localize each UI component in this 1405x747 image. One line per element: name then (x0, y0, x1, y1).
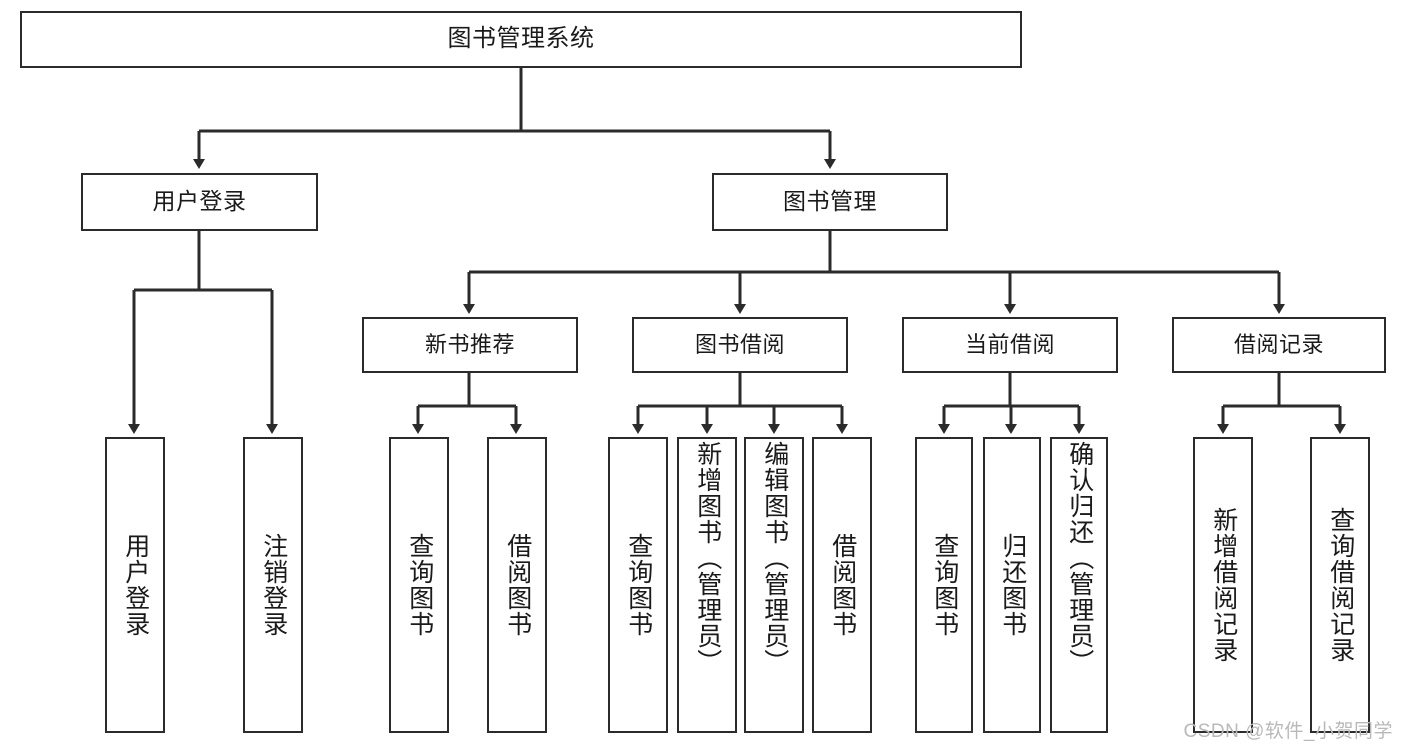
node-leaf-query-book-2-label: 查询图书 (624, 533, 653, 637)
node-user-login[interactable]: 用户登录 (81, 173, 318, 231)
node-leaf-add-book[interactable]: 新增图书（管理员） (677, 437, 737, 733)
node-leaf-query-book-1[interactable]: 查询图书 (389, 437, 449, 733)
node-root-system[interactable]: 图书管理系统 (20, 11, 1022, 68)
node-borrow-record-label: 借阅记录 (1233, 332, 1324, 358)
node-leaf-borrow-book-2[interactable]: 借阅图书 (812, 437, 872, 733)
node-leaf-query-record-label: 查询借阅记录 (1326, 507, 1355, 663)
node-root-system-label: 图书管理系统 (447, 25, 595, 53)
node-leaf-query-record[interactable]: 查询借阅记录 (1310, 437, 1370, 733)
node-leaf-user-login[interactable]: 用户登录 (105, 437, 165, 733)
csdn-watermark: CSDN @软件_小贺同学 (1183, 721, 1393, 742)
node-leaf-confirm-return-label: 确认归还（管理员） (1065, 441, 1094, 675)
node-book-borrow[interactable]: 图书借阅 (632, 317, 848, 373)
node-leaf-borrow-book-1-label: 借阅图书 (503, 533, 532, 637)
node-user-login-label: 用户登录 (152, 188, 247, 215)
node-leaf-borrow-book-2-label: 借阅图书 (828, 533, 857, 637)
node-leaf-return-book[interactable]: 归还图书 (983, 437, 1041, 733)
node-leaf-query-book-3-label: 查询图书 (930, 533, 959, 637)
node-new-book-recommend[interactable]: 新书推荐 (362, 317, 578, 373)
node-leaf-return-book-label: 归还图书 (998, 533, 1027, 637)
node-book-borrow-label: 图书借阅 (694, 332, 785, 358)
node-leaf-add-book-label: 新增图书（管理员） (693, 441, 722, 675)
node-new-book-recommend-label: 新书推荐 (424, 332, 515, 358)
node-leaf-confirm-return[interactable]: 确认归还（管理员） (1050, 437, 1108, 733)
node-leaf-borrow-book-1[interactable]: 借阅图书 (487, 437, 547, 733)
node-book-manage[interactable]: 图书管理 (712, 173, 948, 231)
node-leaf-logout-login[interactable]: 注销登录 (243, 437, 303, 733)
node-current-borrow-label: 当前借阅 (964, 332, 1055, 358)
node-leaf-add-record-label: 新增借阅记录 (1209, 507, 1238, 663)
node-leaf-query-book-1-label: 查询图书 (405, 533, 434, 637)
node-leaf-query-book-2[interactable]: 查询图书 (608, 437, 668, 733)
node-current-borrow[interactable]: 当前借阅 (902, 317, 1118, 373)
node-leaf-add-record[interactable]: 新增借阅记录 (1193, 437, 1253, 733)
node-leaf-logout-login-label: 注销登录 (259, 533, 288, 637)
node-borrow-record[interactable]: 借阅记录 (1172, 317, 1386, 373)
node-book-manage-label: 图书管理 (783, 188, 877, 215)
node-leaf-edit-book[interactable]: 编辑图书（管理员） (744, 437, 804, 733)
node-leaf-query-book-3[interactable]: 查询图书 (915, 437, 973, 733)
node-leaf-user-login-label: 用户登录 (121, 533, 150, 637)
node-leaf-edit-book-label: 编辑图书（管理员） (760, 441, 789, 675)
